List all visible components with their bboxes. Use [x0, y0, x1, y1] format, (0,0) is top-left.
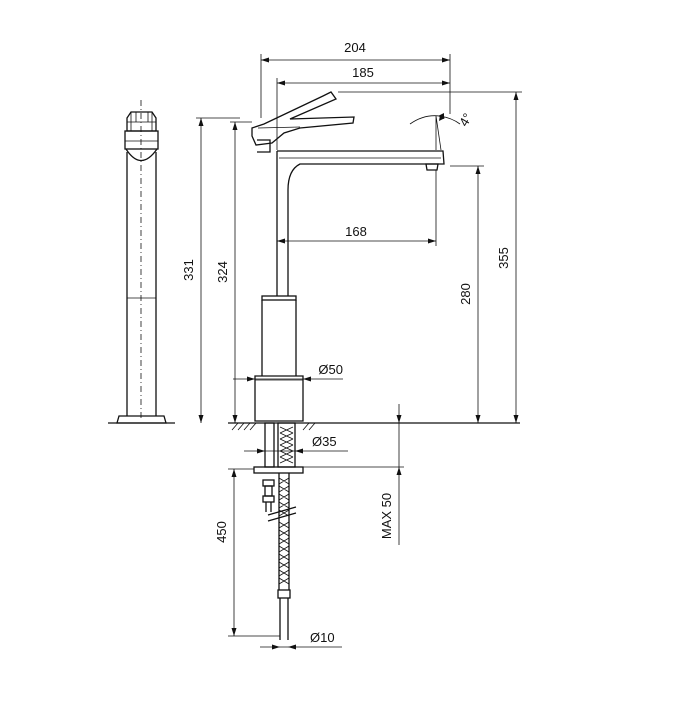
dim-height-overall: 355	[496, 247, 511, 269]
dim-body-diameter: Ø50	[318, 362, 343, 377]
dim-height-side: 331	[181, 259, 196, 281]
worktop	[228, 422, 520, 431]
dim-spout-angle: 4°	[456, 111, 475, 129]
dim-width-spout: 185	[352, 65, 374, 80]
dimension-lines	[196, 54, 522, 650]
dim-width-overall: 204	[344, 40, 366, 55]
fixing-assembly	[253, 422, 304, 640]
dim-hose-length: 450	[214, 521, 229, 543]
dim-shank-diameter: Ø35	[312, 434, 337, 449]
dim-hose-diameter: Ø10	[310, 630, 335, 645]
dim-max-thickness: MAX 50	[379, 493, 394, 539]
dim-height-body: 324	[215, 261, 230, 283]
dim-height-spout: 280	[458, 283, 473, 305]
front-view	[251, 91, 445, 422]
dim-spout-reach: 168	[345, 224, 367, 239]
side-view	[108, 100, 175, 424]
